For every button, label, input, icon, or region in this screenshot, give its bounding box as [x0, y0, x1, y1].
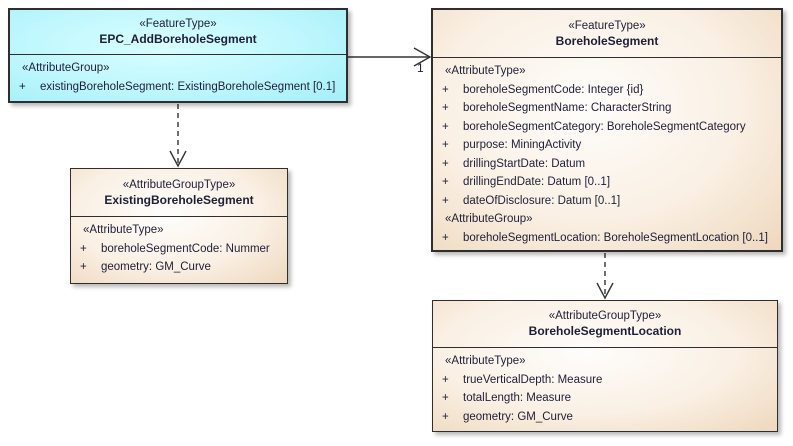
attribute-row: + geometry: GM_Curve [79, 258, 284, 277]
class-name: BoreholeSegmentLocation [528, 324, 682, 338]
section-heading: «AttributeGroup» [22, 62, 110, 74]
attribute-compartment: «AttributeType» + boreholeSegmentCode: I… [433, 58, 781, 247]
attribute-row: + boreholeSegmentCode: Integer {id} [441, 81, 778, 100]
attribute-compartment: «AttributeType» + boreholeSegmentCode: N… [71, 217, 287, 277]
section-heading: «AttributeGroup» [445, 213, 533, 225]
attribute-row: + boreholeSegmentCategory: BoreholeSegme… [441, 118, 778, 137]
attribute-text: dateOfDisclosure: Datum [0..1] [463, 194, 621, 207]
visibility-marker: + [442, 157, 449, 170]
stereotype-label: «FeatureType» [139, 18, 217, 30]
attribute-text: boreholeSegmentCode: Integer {id} [463, 83, 644, 96]
attribute-row: + drillingEndDate: Datum [0..1] [441, 173, 778, 192]
attribute-row: + purpose: MiningActivity [441, 136, 778, 155]
attribute-text: boreholeSegmentName: CharacterString [463, 102, 672, 114]
attribute-row: + totalLength: Measure [441, 389, 774, 408]
class-box-epc-addboreholesegment[interactable]: «FeatureType» EPC_AddBoreholeSegment «At… [8, 8, 348, 103]
attribute-compartment: «AttributeType» + trueVerticalDepth: Mea… [433, 348, 777, 426]
stereotype-label: «AttributeGroupType» [548, 310, 662, 322]
attribute-row: + boreholeSegmentCode: Nummer [79, 240, 284, 259]
open-arrowhead-icon [596, 282, 614, 300]
visibility-marker: + [442, 176, 449, 188]
visibility-marker: + [19, 80, 26, 93]
attribute-text: existingBoreholeSegment: ExistingBorehol… [40, 80, 336, 93]
section-heading: «AttributeType» [445, 355, 526, 367]
open-arrowhead-icon [169, 150, 187, 168]
attribute-text: trueVerticalDepth: Measure [463, 373, 603, 386]
attribute-text: boreholeSegmentLocation: BoreholeSegment… [463, 231, 768, 244]
attribute-row: + existingBoreholeSegment: ExistingBoreh… [18, 78, 343, 97]
section-heading: «AttributeType» [445, 65, 526, 77]
visibility-marker: + [442, 373, 449, 386]
dependency-boreholesegment-to-location[interactable] [596, 253, 614, 300]
class-name: ExistingBoreholeSegment [104, 192, 254, 207]
dependency-epc-to-existingboreholesegment[interactable] [169, 104, 187, 168]
class-name: BoreholeSegment [555, 33, 659, 48]
attribute-text: geometry: GM_Curve [101, 261, 211, 273]
attribute-row: + boreholeSegmentLocation: BoreholeSegme… [441, 229, 778, 248]
box-title: «AttributeGroupType» ExistingBoreholeSeg… [71, 169, 287, 217]
visibility-marker: + [80, 261, 87, 273]
visibility-marker: + [442, 410, 449, 423]
visibility-marker: + [442, 231, 449, 244]
attribute-row: + drillingStartDate: Datum [441, 155, 778, 174]
class-box-existingboreholesegment[interactable]: «AttributeGroupType» ExistingBoreholeSeg… [70, 168, 288, 284]
attribute-text: purpose: MiningActivity [463, 139, 582, 151]
attribute-text: drillingEndDate: Datum [0..1] [463, 176, 611, 188]
class-name: EPC_AddBoreholeSegment [99, 32, 257, 46]
attribute-text: boreholeSegmentCategory: BoreholeSegment… [463, 120, 746, 133]
stereotype-label: «FeatureType» [568, 19, 646, 32]
visibility-marker: + [442, 120, 449, 133]
attribute-row: + boreholeSegmentName: CharacterString [441, 99, 778, 118]
box-title: «FeatureType» EPC_AddBoreholeSegment [10, 10, 346, 55]
box-title: «FeatureType» BoreholeSegment [433, 10, 781, 58]
class-box-boreholesegmentlocation[interactable]: «AttributeGroupType» BoreholeSegmentLoca… [432, 300, 778, 432]
visibility-marker: + [80, 242, 87, 255]
visibility-marker: + [442, 102, 449, 114]
visibility-marker: + [442, 194, 449, 207]
visibility-marker: + [442, 83, 449, 96]
class-box-boreholesegment[interactable]: «FeatureType» BoreholeSegment «Attribute… [431, 8, 783, 252]
stereotype-label: «AttributeGroupType» [122, 178, 236, 191]
attribute-compartment: «AttributeGroup» + existingBoreholeSegme… [10, 55, 346, 96]
attribute-text: geometry: GM_Curve [463, 410, 573, 423]
attribute-text: boreholeSegmentCode: Nummer [101, 242, 270, 255]
association-target-multiplicity: 1 [417, 61, 424, 75]
visibility-marker: + [442, 139, 449, 151]
section-heading: «AttributeType» [83, 224, 164, 236]
attribute-text: totalLength: Measure [463, 392, 572, 404]
attribute-text: drillingStartDate: Datum [463, 157, 586, 170]
visibility-marker: + [442, 392, 449, 404]
attribute-row: + trueVerticalDepth: Measure [441, 371, 774, 390]
attribute-row: + geometry: GM_Curve [441, 408, 774, 427]
box-title: «AttributeGroupType» BoreholeSegmentLoca… [433, 301, 777, 348]
attribute-row: + dateOfDisclosure: Datum [0..1] [441, 192, 778, 211]
